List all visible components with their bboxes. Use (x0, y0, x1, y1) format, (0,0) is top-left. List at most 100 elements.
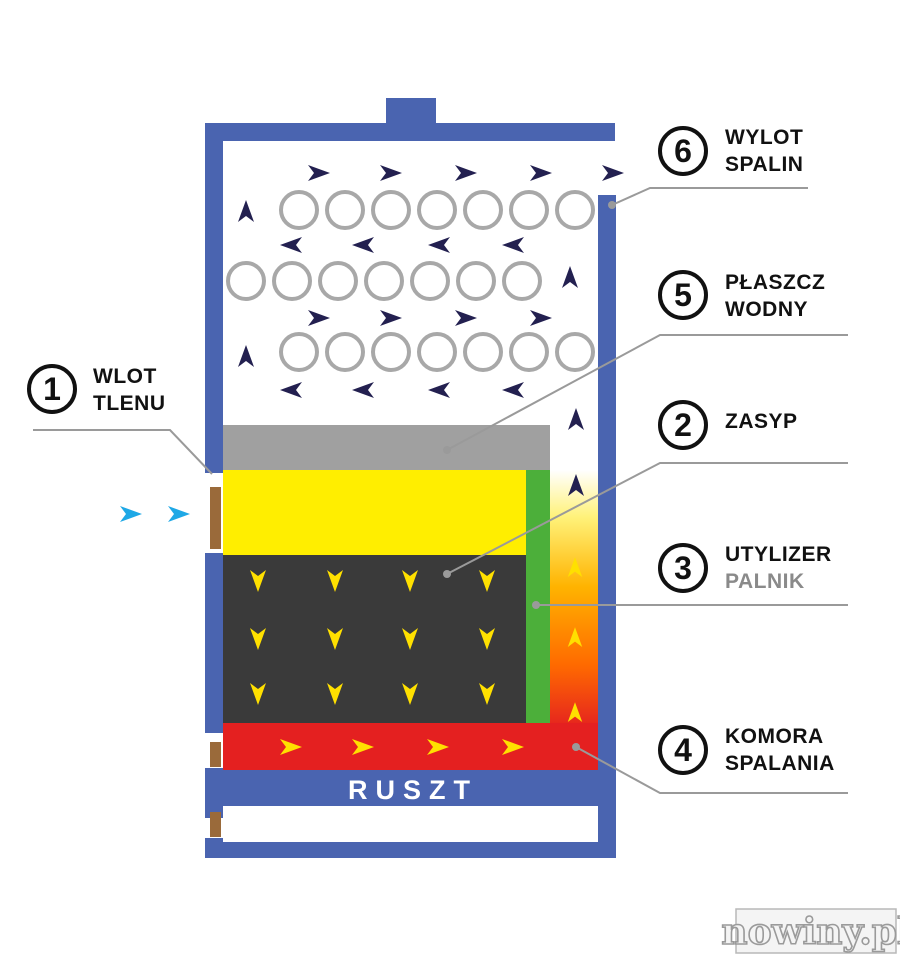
callout-label-line2: TLENU (93, 392, 166, 415)
callout-number: 4 (674, 732, 692, 768)
flue-gas-flow-arrow-icon (352, 237, 374, 253)
flue-gas-flow-arrow-icon (562, 266, 578, 288)
callout-label-line1: ZASYP (725, 410, 798, 433)
flue-gas-flow-arrow-icon (455, 310, 477, 326)
callout-label-line2: PALNIK (725, 570, 805, 593)
fuel-flow-arrow-icon (280, 739, 302, 755)
fuel-yellow-zone (223, 470, 526, 555)
callout-number: 2 (674, 407, 692, 443)
pipe-ring (417, 332, 457, 372)
grate-band (205, 770, 616, 806)
callout-number: 6 (674, 133, 692, 169)
pipe-ring (325, 190, 365, 230)
flue-gas-arrows (238, 165, 624, 496)
boiler-left-wall-middle (205, 553, 223, 733)
pipe-ring (463, 190, 503, 230)
callout-number: 5 (674, 277, 692, 313)
flue-gas-flow-arrow-icon (238, 200, 254, 222)
pipe-ring (272, 261, 312, 301)
combustion-chamber (223, 723, 598, 770)
pipe-ring (226, 261, 266, 301)
leader-dots (443, 201, 616, 751)
pipe-ring (279, 332, 319, 372)
fuel-flow-arrow-icon (479, 683, 495, 705)
leader-lines (33, 187, 848, 794)
flue-gas-flow-arrow-icon (502, 237, 524, 253)
callout-label-line1: KOMORA (725, 725, 824, 748)
pipe-ring (410, 261, 450, 301)
flue-gas-flow-arrow-icon (568, 408, 584, 430)
fuel-flow-arrow-icon (427, 739, 449, 755)
pipe-ring (456, 261, 496, 301)
callout-label-line2: SPALIN (725, 153, 803, 176)
flue-gas-flow-arrow-icon (455, 165, 477, 181)
leader-line-4 (575, 746, 848, 794)
fuel-flow-arrow-icon (479, 628, 495, 650)
fuel-flow-arrow-icon (352, 739, 374, 755)
pipe-ring (502, 261, 542, 301)
pipe-ring (371, 190, 411, 230)
boiler-left-wall-upper (205, 123, 223, 473)
boiler-body (205, 98, 616, 858)
pipe-ring (555, 332, 595, 372)
flue-gas-flow-arrow-icon (380, 165, 402, 181)
number-badge (658, 270, 708, 320)
callout-label-line1: WYLOT (725, 126, 803, 149)
callout-label-line1: UTYLIZER (725, 543, 832, 566)
pipe-ring (279, 190, 319, 230)
callout-4: 4 KOMORA SPALANIA (658, 725, 834, 775)
burner-green (526, 470, 550, 730)
pipe-ring (325, 332, 365, 372)
fuel-flow-arrow-icon (567, 557, 583, 578)
fuel-flow-arrow-icon (327, 570, 343, 592)
flue-gas-flow-arrow-icon (352, 382, 374, 398)
leader-line-5 (446, 334, 848, 451)
flue-gas-flow-arrow-icon (280, 382, 302, 398)
ash-door (210, 812, 221, 837)
air-inlet-arrows (120, 506, 190, 522)
leader-dot (572, 743, 580, 751)
hopper (223, 425, 598, 770)
flue-gas-flow-arrow-icon (380, 310, 402, 326)
fuel-flow-arrow-icon (327, 683, 343, 705)
number-badge (658, 543, 708, 593)
fuel-flow-arrow-icon (327, 628, 343, 650)
flue-gas-flow-arrow-icon (308, 165, 330, 181)
pipe-ring (509, 190, 549, 230)
pipe-ring (371, 332, 411, 372)
air-inlet-arrow-icon (120, 506, 142, 522)
number-badge (658, 725, 708, 775)
fuel-flow-arrow-icon (250, 628, 266, 650)
flue-gas-flow-arrow-icon (280, 237, 302, 253)
callout-6: 6 WYLOT SPALIN (658, 126, 803, 176)
hopper-top (223, 425, 550, 470)
flue-gas-flow-arrow-icon (568, 474, 584, 496)
fuel-flow-arrow-icon (402, 628, 418, 650)
fuel-bed (223, 555, 526, 723)
fuel-flow-arrow-icon (250, 683, 266, 705)
pipe-ring (318, 261, 358, 301)
leader-dot (443, 446, 451, 454)
combustion-door (210, 742, 221, 767)
pipe-ring (364, 261, 404, 301)
leader-dot (608, 201, 616, 209)
callout-label-line1: PŁASZCZ (725, 271, 825, 294)
callout-5: 5 PŁASZCZ WODNY (658, 270, 825, 321)
leader-line-1 (33, 429, 213, 475)
callout-label-line2: WODNY (725, 298, 808, 321)
air-door (210, 487, 221, 549)
flue-gas-flow-arrow-icon (238, 345, 254, 367)
flue-gas-flow-arrow-icon (428, 237, 450, 253)
callout-1: 1 WLOT TLENU (27, 364, 166, 415)
flame-channel (550, 470, 598, 730)
ash-pan (223, 806, 598, 842)
boiler-right-wall (598, 195, 616, 858)
leader-dot (443, 570, 451, 578)
callout-label-line1: WLOT (93, 365, 157, 388)
watermark: nowiny.pl (721, 908, 900, 954)
fuel-arrows (250, 557, 583, 755)
callout-2: 2 ZASYP (658, 400, 798, 450)
flue-gas-flow-arrow-icon (602, 165, 624, 181)
pipe-ring (555, 190, 595, 230)
